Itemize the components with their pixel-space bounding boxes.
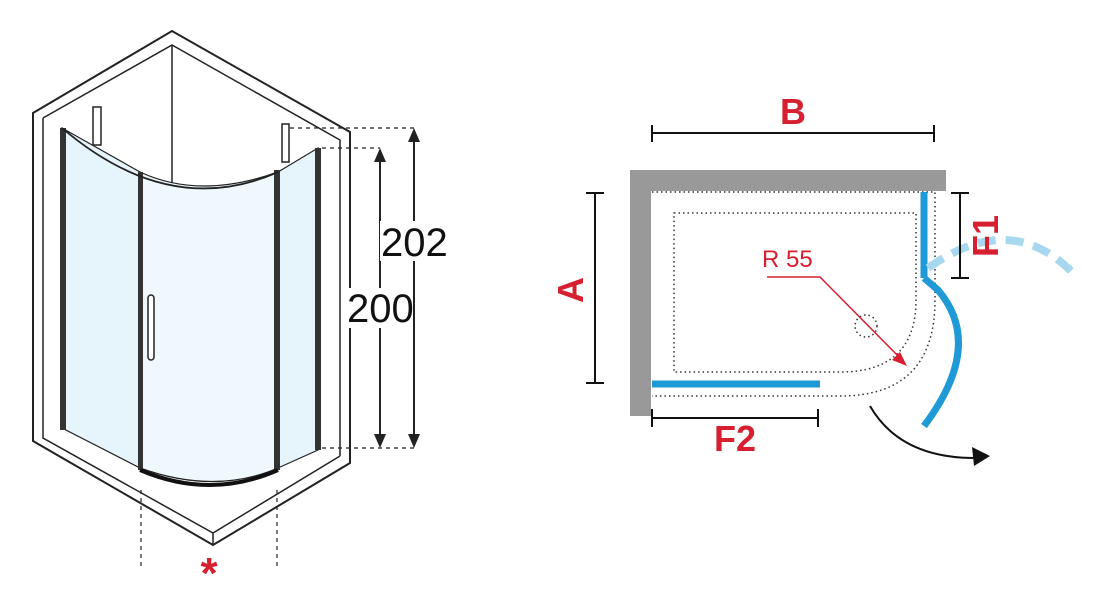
label-b: B	[780, 91, 806, 132]
label-f2: F2	[714, 418, 756, 459]
profile-left	[60, 128, 66, 430]
door-opening-arrowhead	[972, 447, 990, 466]
label-f1: F1	[965, 215, 1006, 257]
dim-200-arrow-bottom	[374, 434, 386, 448]
profile-right-door	[274, 170, 280, 470]
drain-circle	[854, 314, 878, 338]
tray-outer-dotted	[652, 191, 936, 397]
wall-left	[630, 170, 651, 416]
asterisk-marker: *	[200, 549, 218, 598]
profile-right	[315, 148, 321, 450]
dim-200-label-bg	[346, 288, 412, 328]
dim-202-arrow-bottom	[408, 434, 420, 448]
shower-3d-view: 202 200 *	[32, 29, 448, 598]
profile-middle	[138, 172, 143, 470]
dim-202-arrow-top	[408, 128, 420, 142]
bottom-curve	[139, 468, 279, 487]
door-handle	[147, 294, 155, 361]
dim-200-arrow-top	[374, 148, 386, 162]
wall-inner-outline	[42, 44, 341, 456]
curved-door-closed	[921, 275, 962, 429]
bracket-left	[92, 106, 102, 146]
dim-202-label-bg	[380, 221, 446, 261]
door-opening-arrow	[869, 405, 976, 459]
tray-inner-dotted	[673, 212, 917, 373]
glass-panel-left	[61, 126, 141, 469]
top-curve	[61, 127, 279, 190]
tray-edge	[42, 118, 341, 534]
label-radius: R 55	[762, 246, 813, 273]
bracket-right	[281, 123, 290, 163]
radius-arrowhead	[892, 352, 907, 366]
wall-top	[630, 170, 946, 191]
shower-plan-view: B A F1 F2 R 55	[550, 91, 1075, 466]
glass-curved-door	[139, 171, 279, 483]
label-a: A	[550, 277, 591, 303]
dim-202-label: 202	[381, 221, 448, 265]
glass-panel-right	[277, 146, 319, 469]
dim-200-label: 200	[347, 287, 414, 331]
radius-leader	[767, 276, 903, 361]
